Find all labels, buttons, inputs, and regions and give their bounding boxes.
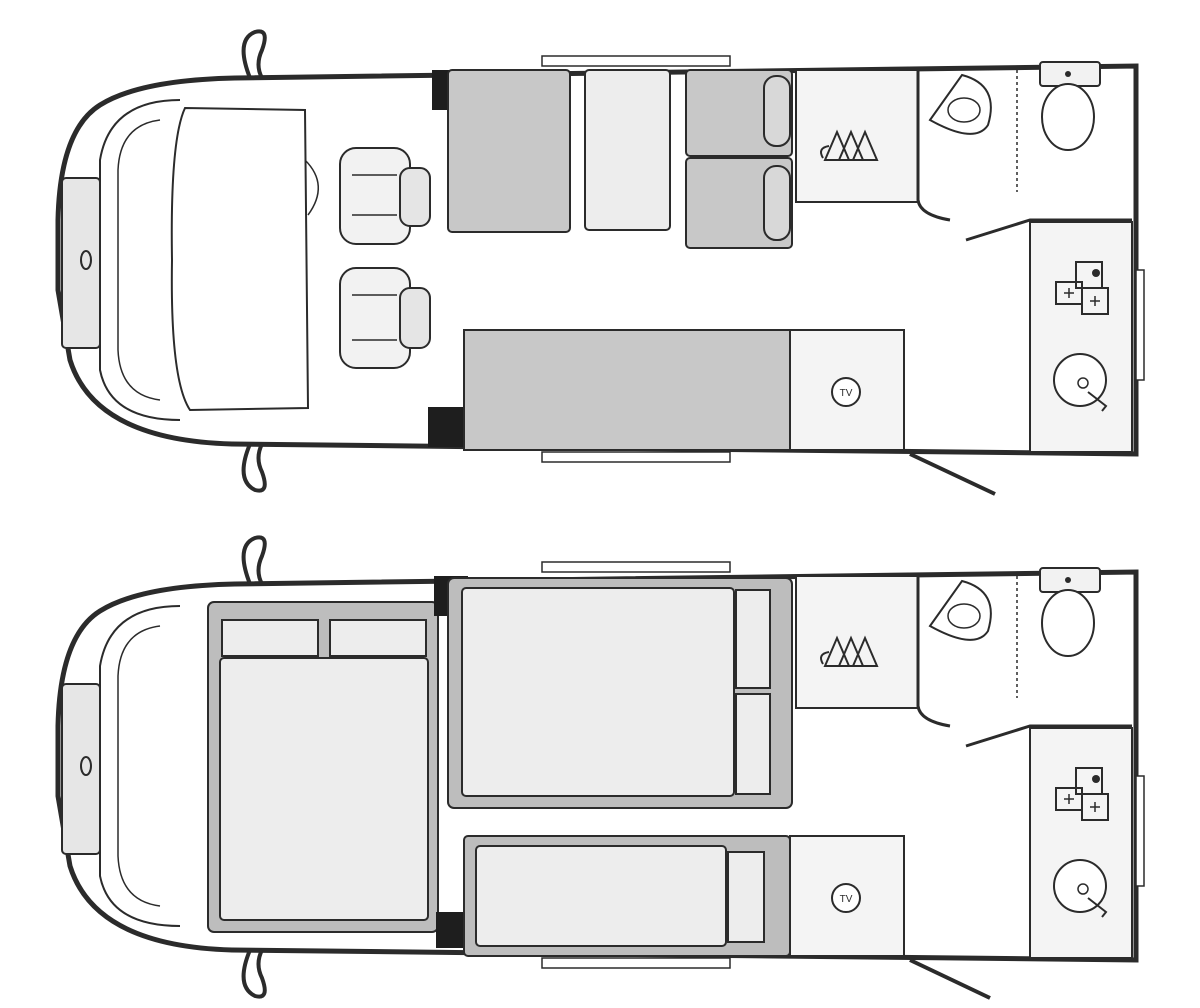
day-bulkhead-block-bottom bbox=[428, 407, 464, 447]
day-washbasin-icon bbox=[928, 73, 992, 135]
night-single-bed-mattress bbox=[475, 845, 727, 947]
night-mirror-icon-top bbox=[241, 535, 267, 585]
night-kitchen-unit bbox=[1029, 727, 1133, 959]
day-toilet-icon bbox=[1039, 61, 1101, 151]
day-passenger-seat-icon bbox=[339, 267, 431, 369]
day-window-bottom bbox=[541, 451, 731, 463]
day-sink-icon bbox=[1053, 353, 1108, 412]
night-double-bed-mattress bbox=[461, 587, 735, 797]
day-window-top bbox=[541, 55, 731, 67]
day-side-seat-left bbox=[447, 69, 571, 233]
night-tv-label: TV bbox=[840, 894, 853, 905]
day-headlight-icon bbox=[80, 250, 92, 270]
night-sink-icon bbox=[1053, 859, 1108, 918]
night-wardrobe-icon bbox=[820, 635, 879, 667]
night-double-bed-pillow-top bbox=[735, 589, 771, 689]
night-wardrobe bbox=[795, 575, 919, 709]
night-washbasin-icon bbox=[928, 579, 992, 641]
day-kitchen-unit bbox=[1029, 221, 1133, 453]
day-tv-label: TV bbox=[840, 388, 853, 399]
night-layout: TV bbox=[55, 535, 1145, 1000]
night-window-top bbox=[541, 561, 731, 573]
night-window-bottom bbox=[541, 957, 731, 969]
night-tv-icon: TV bbox=[831, 883, 861, 913]
day-side-lounge bbox=[463, 329, 791, 451]
day-mirror-icon-bottom bbox=[241, 443, 267, 493]
night-door-icon bbox=[909, 958, 991, 1000]
night-headlight-icon bbox=[80, 756, 92, 776]
day-table bbox=[584, 69, 671, 231]
night-washroom-wall bbox=[916, 576, 951, 728]
day-wardrobe-icon bbox=[820, 129, 879, 161]
night-hob-icon bbox=[1055, 767, 1109, 821]
day-mirror-icon-top bbox=[241, 29, 267, 79]
day-wardrobe bbox=[795, 69, 919, 203]
day-door-icon bbox=[909, 452, 996, 496]
night-cab-bed-pillow-right bbox=[329, 619, 427, 657]
night-single-bed-pillow bbox=[727, 851, 765, 943]
day-dashboard bbox=[170, 106, 310, 412]
night-toilet-icon bbox=[1039, 567, 1101, 657]
day-hob-icon bbox=[1055, 261, 1109, 315]
night-bulkhead-block-bottom bbox=[436, 912, 466, 948]
day-washroom-wall bbox=[916, 70, 951, 222]
day-layout: TV bbox=[55, 29, 1145, 496]
night-double-bed-pillow-bottom bbox=[735, 693, 771, 795]
night-cab-bed-mattress bbox=[219, 657, 429, 921]
night-cab-bed-pillow-left bbox=[221, 619, 319, 657]
day-driver-seat-icon bbox=[339, 147, 431, 245]
night-mirror-icon-bottom bbox=[241, 949, 267, 999]
night-tv-cabinet bbox=[789, 835, 905, 957]
day-tv-icon: TV bbox=[831, 377, 861, 407]
